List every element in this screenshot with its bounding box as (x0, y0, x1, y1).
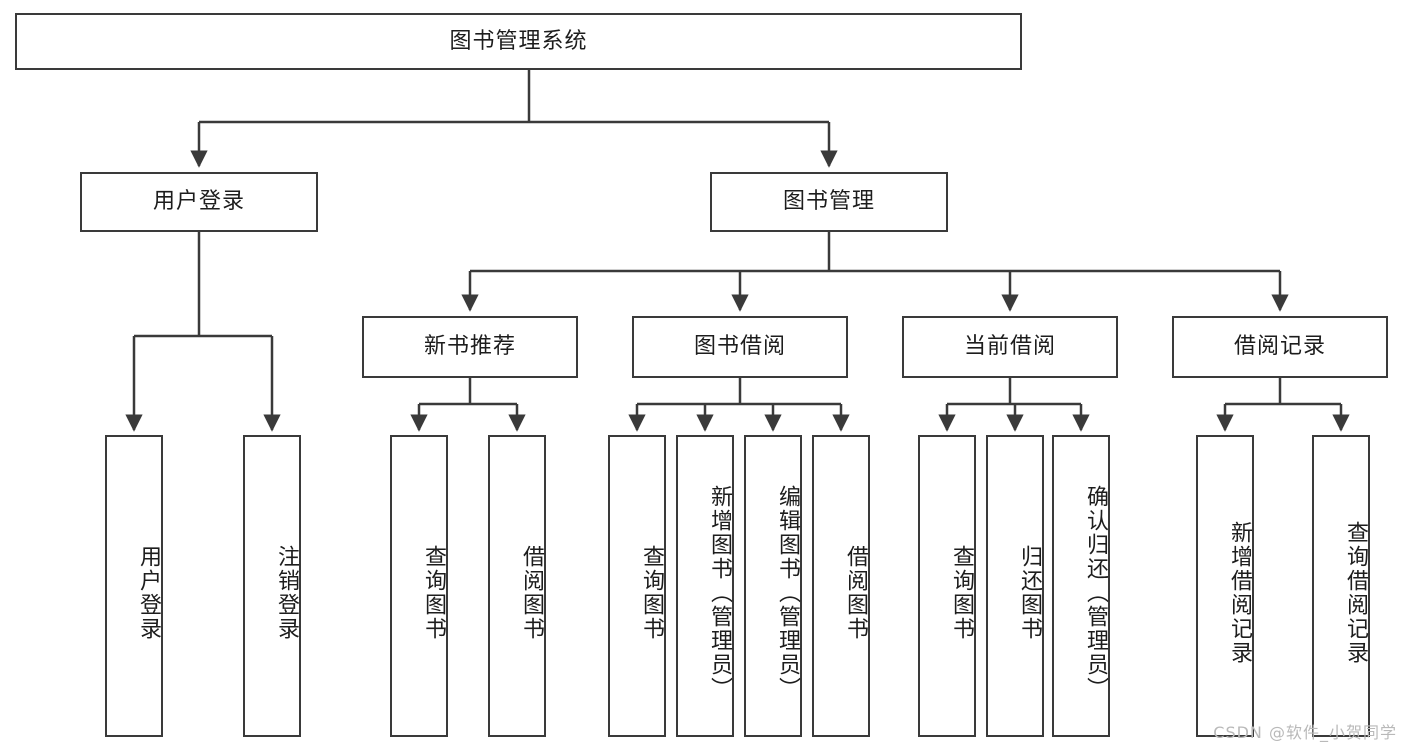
node-leaf-book-borrow-add[interactable]: 新增图书（管理员） (676, 435, 734, 737)
node-leaf-book-borrow-edit[interactable]: 编辑图书（管理员） (744, 435, 802, 737)
node-leaf-label: 新增图书（管理员） (707, 485, 732, 701)
node-leaf-label: 新增借阅记录 (1227, 521, 1252, 665)
node-leaf-new-book-query[interactable]: 查询图书 (390, 435, 448, 737)
node-leaf-label: 查询借阅记录 (1343, 521, 1368, 665)
node-leaf-label: 查询图书 (421, 545, 446, 641)
node-current-borrow-label: 当前借阅 (963, 334, 1056, 360)
node-borrow-record[interactable]: 借阅记录 (1172, 316, 1388, 378)
node-root-label: 图书管理系统 (449, 28, 588, 54)
node-leaf-borrow-record-add[interactable]: 新增借阅记录 (1196, 435, 1254, 737)
node-book-borrow-label: 图书借阅 (693, 334, 786, 360)
node-leaf-label: 用户登录 (136, 545, 161, 641)
node-leaf-current-borrow-query[interactable]: 查询图书 (918, 435, 976, 737)
node-user-login[interactable]: 用户登录 (80, 172, 318, 232)
node-new-book-recommend[interactable]: 新书推荐 (362, 316, 578, 378)
node-new-book-recommend-label: 新书推荐 (423, 334, 516, 360)
node-leaf-current-borrow-confirm[interactable]: 确认归还（管理员） (1052, 435, 1110, 737)
node-leaf-label: 确认归还（管理员） (1083, 485, 1108, 701)
node-leaf-user-login-logout[interactable]: 注销登录 (243, 435, 301, 737)
node-leaf-book-borrow-query[interactable]: 查询图书 (608, 435, 666, 737)
node-book-manage[interactable]: 图书管理 (710, 172, 948, 232)
node-leaf-label: 借阅图书 (519, 545, 544, 641)
node-user-login-label: 用户登录 (152, 189, 245, 215)
node-current-borrow[interactable]: 当前借阅 (902, 316, 1118, 378)
node-book-borrow[interactable]: 图书借阅 (632, 316, 848, 378)
node-leaf-user-login-login[interactable]: 用户登录 (105, 435, 163, 737)
node-root[interactable]: 图书管理系统 (15, 13, 1022, 70)
node-borrow-record-label: 借阅记录 (1233, 334, 1326, 360)
node-leaf-label: 借阅图书 (843, 545, 868, 641)
node-book-manage-label: 图书管理 (782, 189, 875, 215)
node-leaf-current-borrow-return[interactable]: 归还图书 (986, 435, 1044, 737)
node-leaf-label: 查询图书 (639, 545, 664, 641)
node-leaf-new-book-borrow[interactable]: 借阅图书 (488, 435, 546, 737)
node-leaf-label: 注销登录 (274, 545, 299, 641)
node-leaf-borrow-record-query[interactable]: 查询借阅记录 (1312, 435, 1370, 737)
node-leaf-label: 编辑图书（管理员） (775, 485, 800, 701)
node-leaf-label: 归还图书 (1017, 545, 1042, 641)
node-leaf-label: 查询图书 (949, 545, 974, 641)
node-leaf-book-borrow-borrow[interactable]: 借阅图书 (812, 435, 870, 737)
